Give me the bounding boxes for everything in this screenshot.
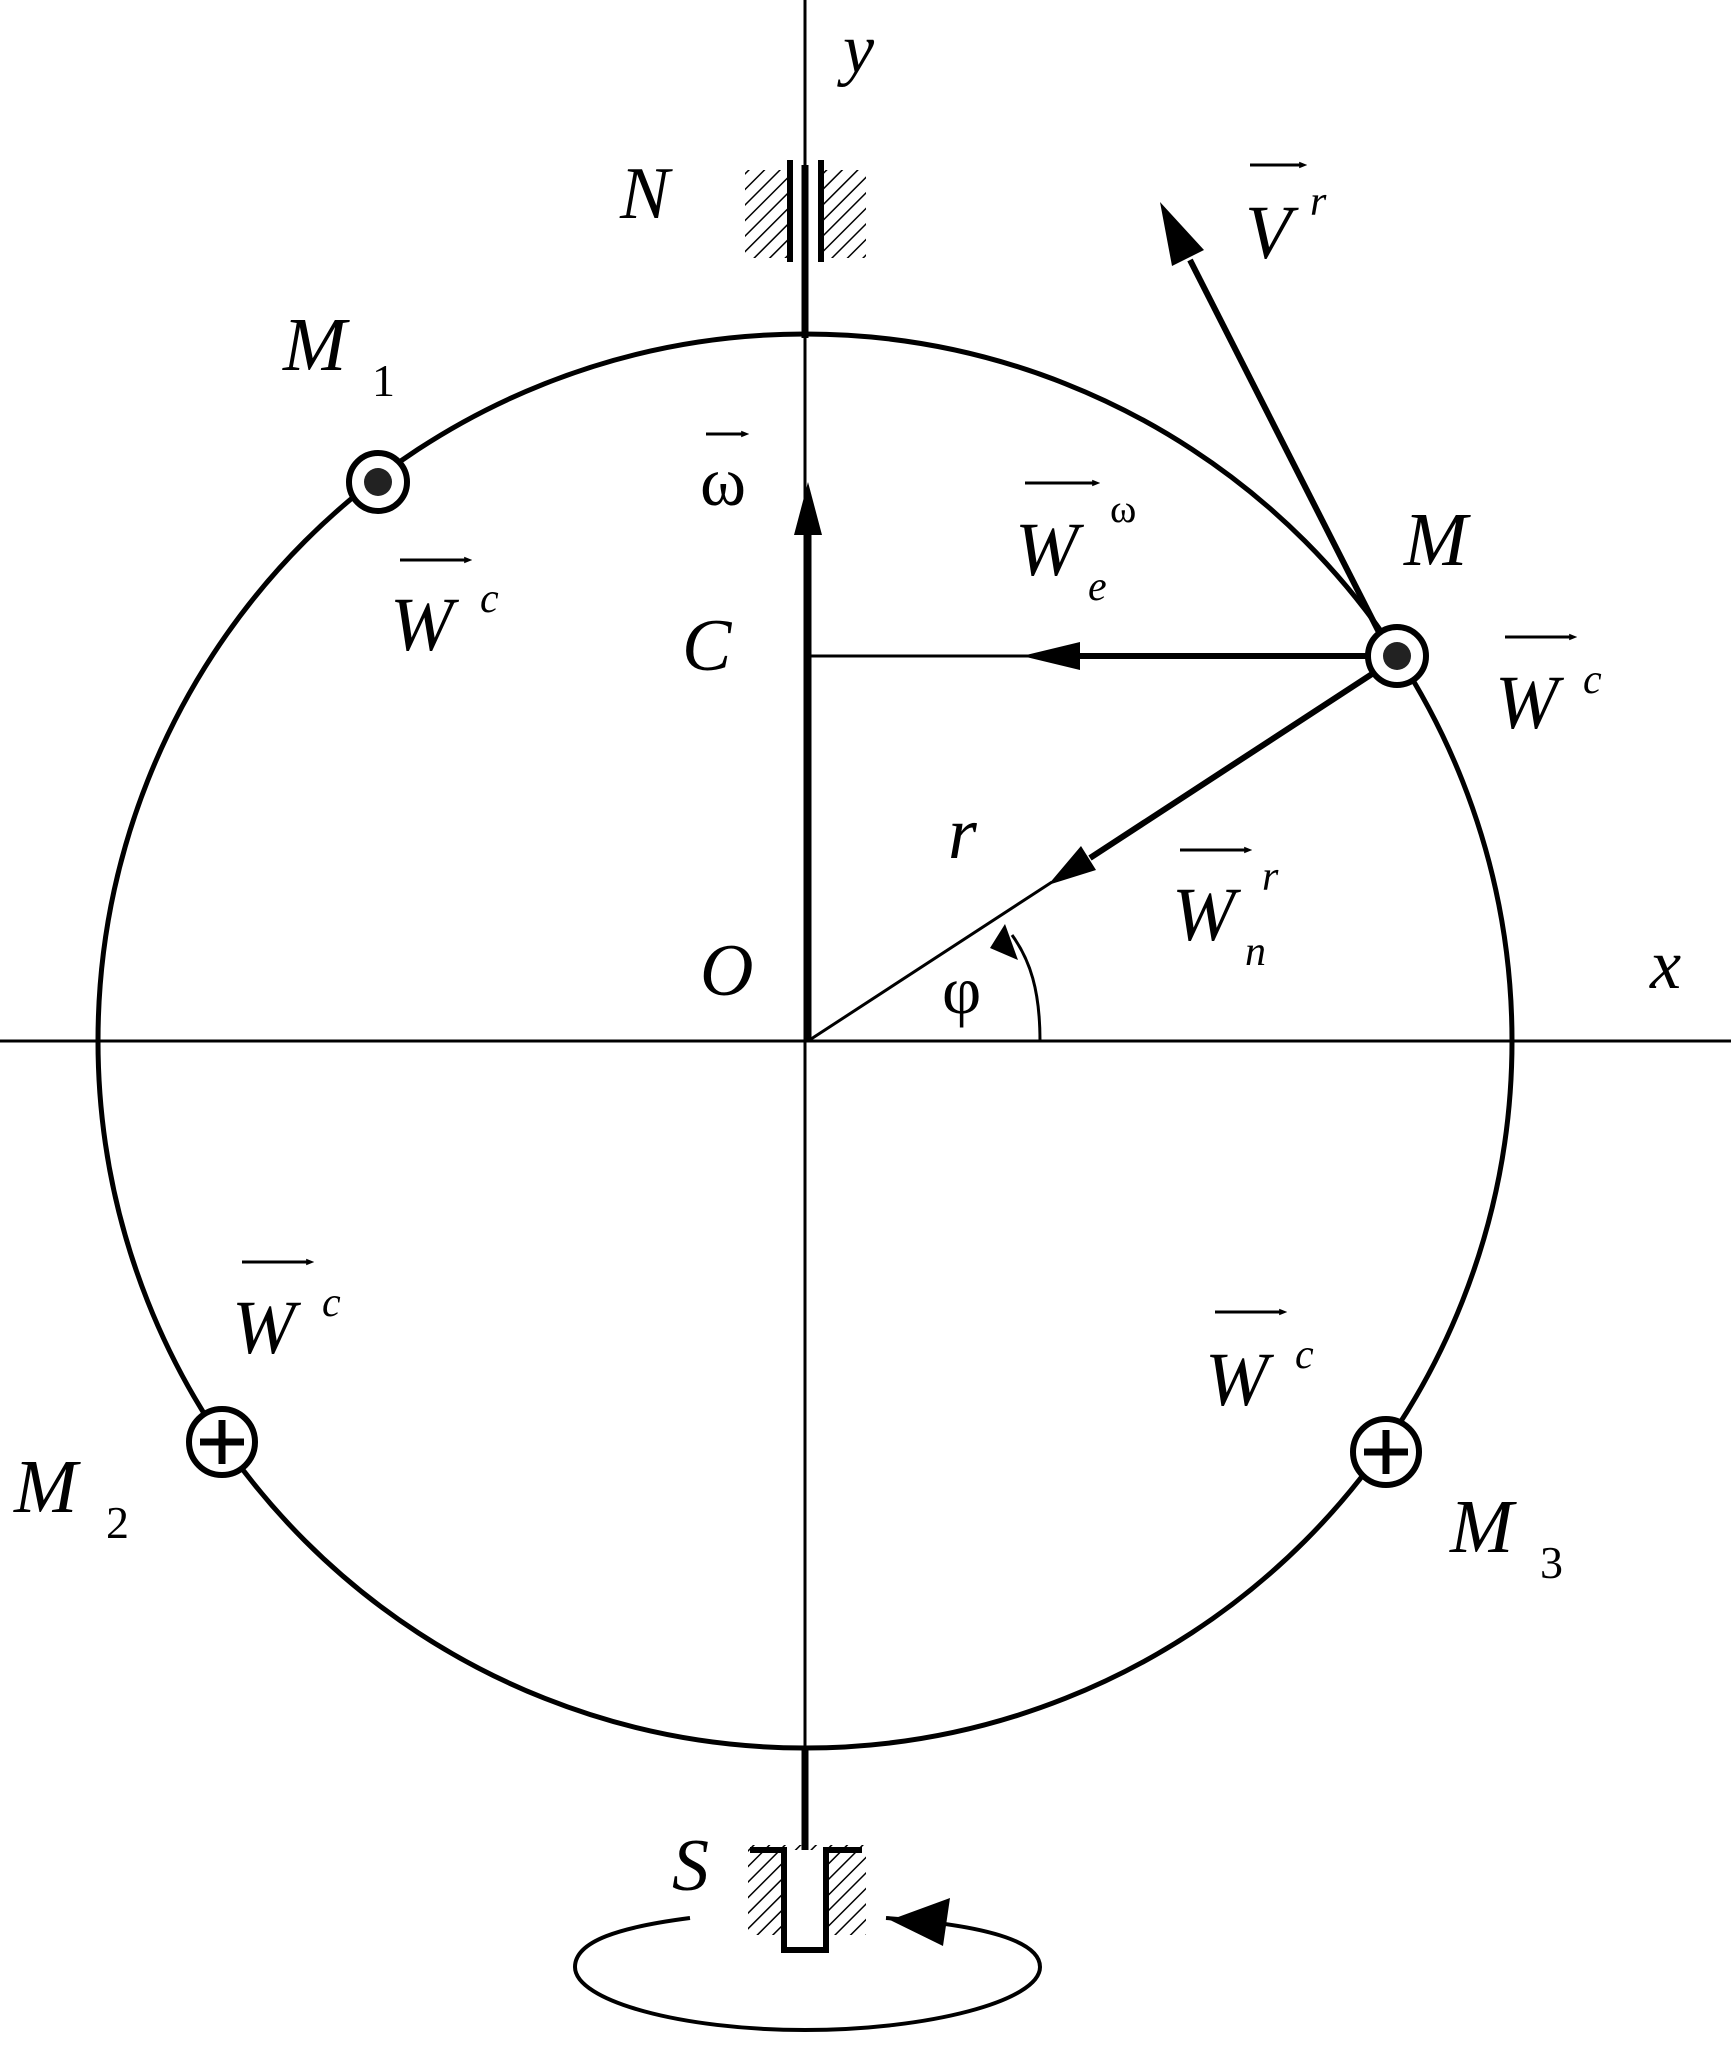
center-label: C — [682, 605, 733, 687]
bearing-s-label: S — [672, 1825, 709, 1907]
marker-m1 — [346, 450, 410, 514]
svg-text:c: c — [1583, 657, 1602, 703]
radius-label: r — [948, 793, 978, 875]
svg-text:c: c — [480, 576, 499, 622]
point-m2-label: M 2 — [13, 1445, 129, 1548]
origin-label: O — [700, 930, 753, 1012]
svg-text:ω: ω — [1110, 486, 1136, 531]
relative-velocity-arrowhead — [1160, 202, 1204, 266]
svg-text:2: 2 — [106, 1497, 129, 1548]
w-coriolis-label-m3: W c — [1205, 1308, 1314, 1422]
svg-text:V: V — [1245, 191, 1299, 275]
normal-acceleration-vector — [1088, 671, 1374, 861]
y-axis-label: y — [837, 11, 875, 88]
svg-text:3: 3 — [1540, 1537, 1563, 1588]
w-coriolis-label-m1: W c — [390, 556, 499, 667]
svg-text:W: W — [232, 1286, 302, 1370]
marker-m2 — [186, 1406, 258, 1478]
rotation-ellipse — [572, 1916, 1043, 2033]
omega-arrowhead — [794, 482, 822, 535]
rotation-arrowhead — [890, 1898, 950, 1946]
svg-text:W: W — [1015, 508, 1085, 592]
angle-label: φ — [942, 952, 981, 1028]
svg-text:r: r — [1262, 854, 1279, 900]
w-coriolis-label-m2: W c — [232, 1258, 341, 1370]
svg-text:M: M — [282, 303, 350, 387]
point-m1-label: M 1 — [282, 303, 395, 406]
relative-velocity-vector — [1187, 258, 1391, 652]
svg-text:M: M — [1449, 1485, 1517, 1569]
svg-text:c: c — [322, 1280, 341, 1326]
svg-text:n: n — [1245, 929, 1266, 975]
svg-text:M: M — [13, 1445, 81, 1529]
svg-text:W: W — [1495, 661, 1565, 745]
upper-bearing — [745, 160, 866, 262]
svg-text:1: 1 — [372, 355, 395, 406]
svg-text:W: W — [390, 583, 460, 667]
marker-m — [1365, 624, 1429, 688]
w-transport-label: W e ω — [1015, 479, 1136, 610]
svg-text:e: e — [1088, 564, 1107, 610]
svg-text:W: W — [1172, 873, 1242, 957]
normal-acceleration-arrowhead — [1048, 846, 1096, 885]
point-m-label: M — [1403, 498, 1471, 582]
radius-line — [807, 880, 1053, 1043]
angle-arrowhead — [990, 924, 1018, 960]
svg-text:r: r — [1310, 179, 1327, 225]
marker-m3 — [1350, 1416, 1422, 1488]
transport-acceleration-arrowhead — [1022, 642, 1080, 670]
angle-arc — [1010, 934, 1042, 1042]
w-coriolis-label-m: W c — [1495, 633, 1602, 745]
w-normal-label: W n r — [1172, 846, 1279, 975]
bearing-n-label: N — [619, 153, 673, 235]
x-axis-label: x — [1649, 927, 1681, 1004]
omega-label: ω — [700, 430, 750, 521]
lower-bearing — [748, 1845, 866, 1953]
v-rel-label: V r — [1245, 161, 1327, 275]
svg-text:ω: ω — [700, 444, 746, 521]
svg-text:W: W — [1205, 1338, 1275, 1422]
svg-text:c: c — [1295, 1332, 1314, 1378]
point-m3-label: M 3 — [1449, 1485, 1563, 1588]
